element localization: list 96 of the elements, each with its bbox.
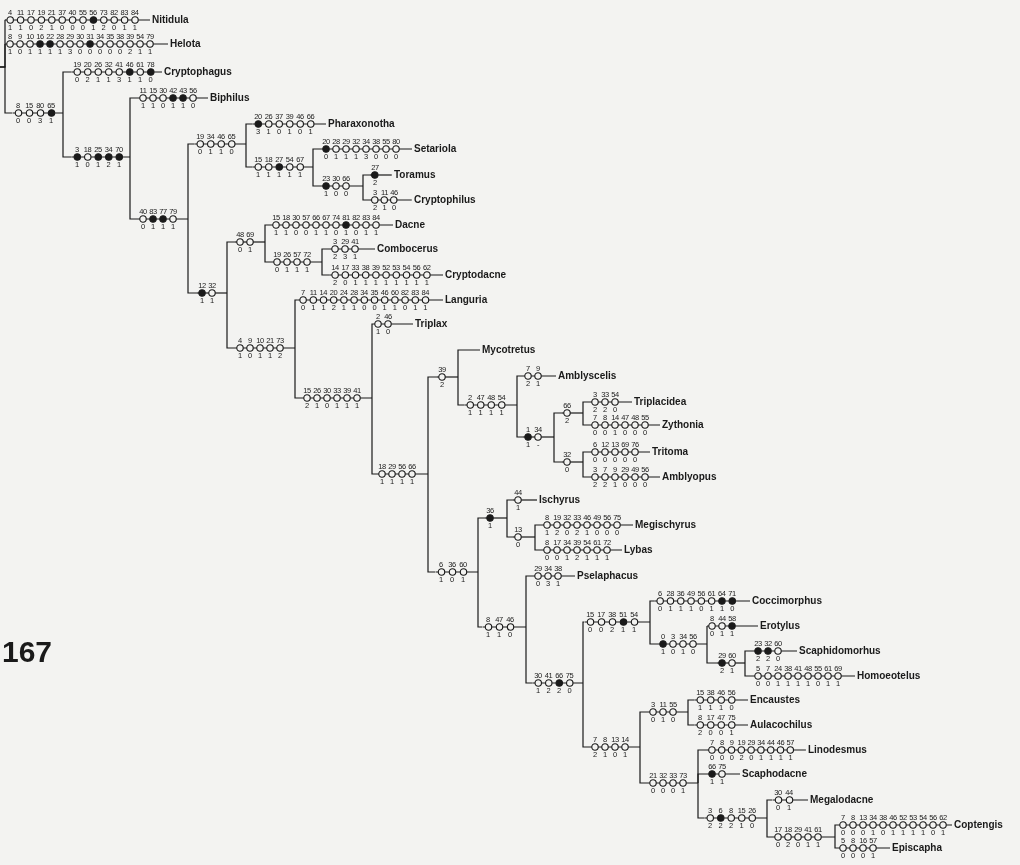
taxon-name: Erotylus [759, 619, 800, 633]
branch-line [427, 376, 438, 475]
taxon-name: Amblyopus [661, 470, 717, 484]
branch-line [312, 148, 322, 168]
branch-line [62, 112, 73, 158]
branch-line [506, 499, 514, 519]
branch-line [312, 166, 322, 187]
taxon-name: Megischyrus [634, 518, 697, 532]
taxon-name: Triplax [414, 317, 448, 331]
branch-line [371, 397, 378, 475]
taxon-name: Mycotretus [481, 343, 536, 357]
taxon-name: Combocerus [376, 242, 439, 256]
taxon-name: Linodesmus [807, 743, 867, 757]
taxon-name: Pselaphacus [576, 569, 639, 583]
branch-line [294, 299, 299, 349]
branch-line [264, 241, 273, 263]
branch-line [506, 517, 514, 538]
branch-line [582, 461, 591, 478]
branch-line [744, 662, 754, 677]
branch-line [834, 824, 839, 838]
branch-line [834, 836, 839, 849]
branch-line [766, 799, 774, 819]
branch-line [534, 536, 543, 551]
branch-line [187, 218, 198, 294]
branch-line [371, 323, 374, 399]
taxon-name: Cryptophagus [163, 65, 232, 79]
taxon-name: Languria [444, 293, 488, 307]
branch-line [582, 682, 591, 748]
branch-line [697, 773, 708, 784]
branch-line [525, 575, 534, 628]
taxon-name: Setariola [413, 142, 457, 156]
taxon-name: Scaphodacne [741, 767, 808, 781]
taxon-name: Tritoma [651, 445, 689, 459]
taxon-name: Nitidula [151, 13, 189, 27]
branch-line [477, 517, 486, 573]
branch-line [687, 711, 696, 726]
branch-line [516, 404, 524, 438]
branch-line [294, 347, 303, 399]
branch-line [477, 571, 484, 628]
taxon-name: Megalodacne [809, 793, 874, 807]
taxon-name: Coccimorphus [751, 594, 822, 608]
branch-line [639, 711, 649, 748]
taxon-name: Cryptodacne [444, 268, 507, 282]
branch-line [582, 401, 591, 414]
branch-line [0, 66, 14, 114]
branch-line [457, 376, 466, 406]
branch-line [706, 643, 718, 664]
branch-line [582, 412, 591, 426]
branch-line [457, 349, 481, 378]
branch-line [516, 375, 524, 406]
branch-line [697, 782, 706, 819]
taxon-name: Biphilus [209, 91, 250, 105]
branch-line [62, 71, 73, 114]
taxon-name: Episcapha [891, 841, 943, 855]
branch-line [649, 600, 656, 623]
branch-line [553, 412, 563, 438]
branch-line [245, 123, 254, 145]
branch-line [525, 626, 534, 684]
taxon-name: Cryptophilus [413, 193, 476, 207]
branch-line [649, 621, 659, 645]
branch-line [687, 699, 696, 713]
branch-line [639, 746, 649, 784]
taxon-name: Aulacochilus [749, 718, 813, 732]
branch-line [362, 174, 371, 187]
branch-line [534, 524, 543, 538]
taxon-name: Amblyscelis [557, 369, 617, 383]
taxon-name: Encaustes [749, 693, 801, 707]
branch-line [706, 625, 708, 645]
branch-line [264, 224, 272, 243]
taxon-name: Coptengis [953, 818, 1003, 832]
taxon-name: Scaphidomorhus [798, 644, 881, 658]
branch-line [245, 143, 254, 168]
taxon-name: Pharaxonotha [327, 117, 395, 131]
taxon-name: Dacne [394, 218, 425, 232]
taxon-name: Toramus [393, 168, 436, 182]
branch-line [744, 650, 754, 664]
branch-line [362, 185, 371, 201]
branch-line [427, 473, 437, 573]
taxon-name: Homoeotelus [856, 669, 921, 683]
branch-line [187, 143, 196, 220]
branch-line [582, 451, 591, 463]
branch-line [766, 817, 774, 838]
branch-line [226, 241, 236, 294]
branch-line [582, 621, 586, 684]
taxon-name: Triplacidea [633, 395, 687, 409]
branch-line [321, 248, 331, 263]
page-number: 167 [2, 634, 53, 670]
branch-line [129, 97, 139, 158]
branch-line [129, 156, 139, 220]
taxon-name: Ischyrus [538, 493, 581, 507]
taxon-name: Zythonia [661, 418, 704, 432]
branch-line [321, 261, 331, 276]
taxon-name: Helota [169, 37, 201, 51]
taxon-name: Lybas [623, 543, 653, 557]
branch-line [553, 436, 563, 463]
branch-line [226, 292, 236, 349]
